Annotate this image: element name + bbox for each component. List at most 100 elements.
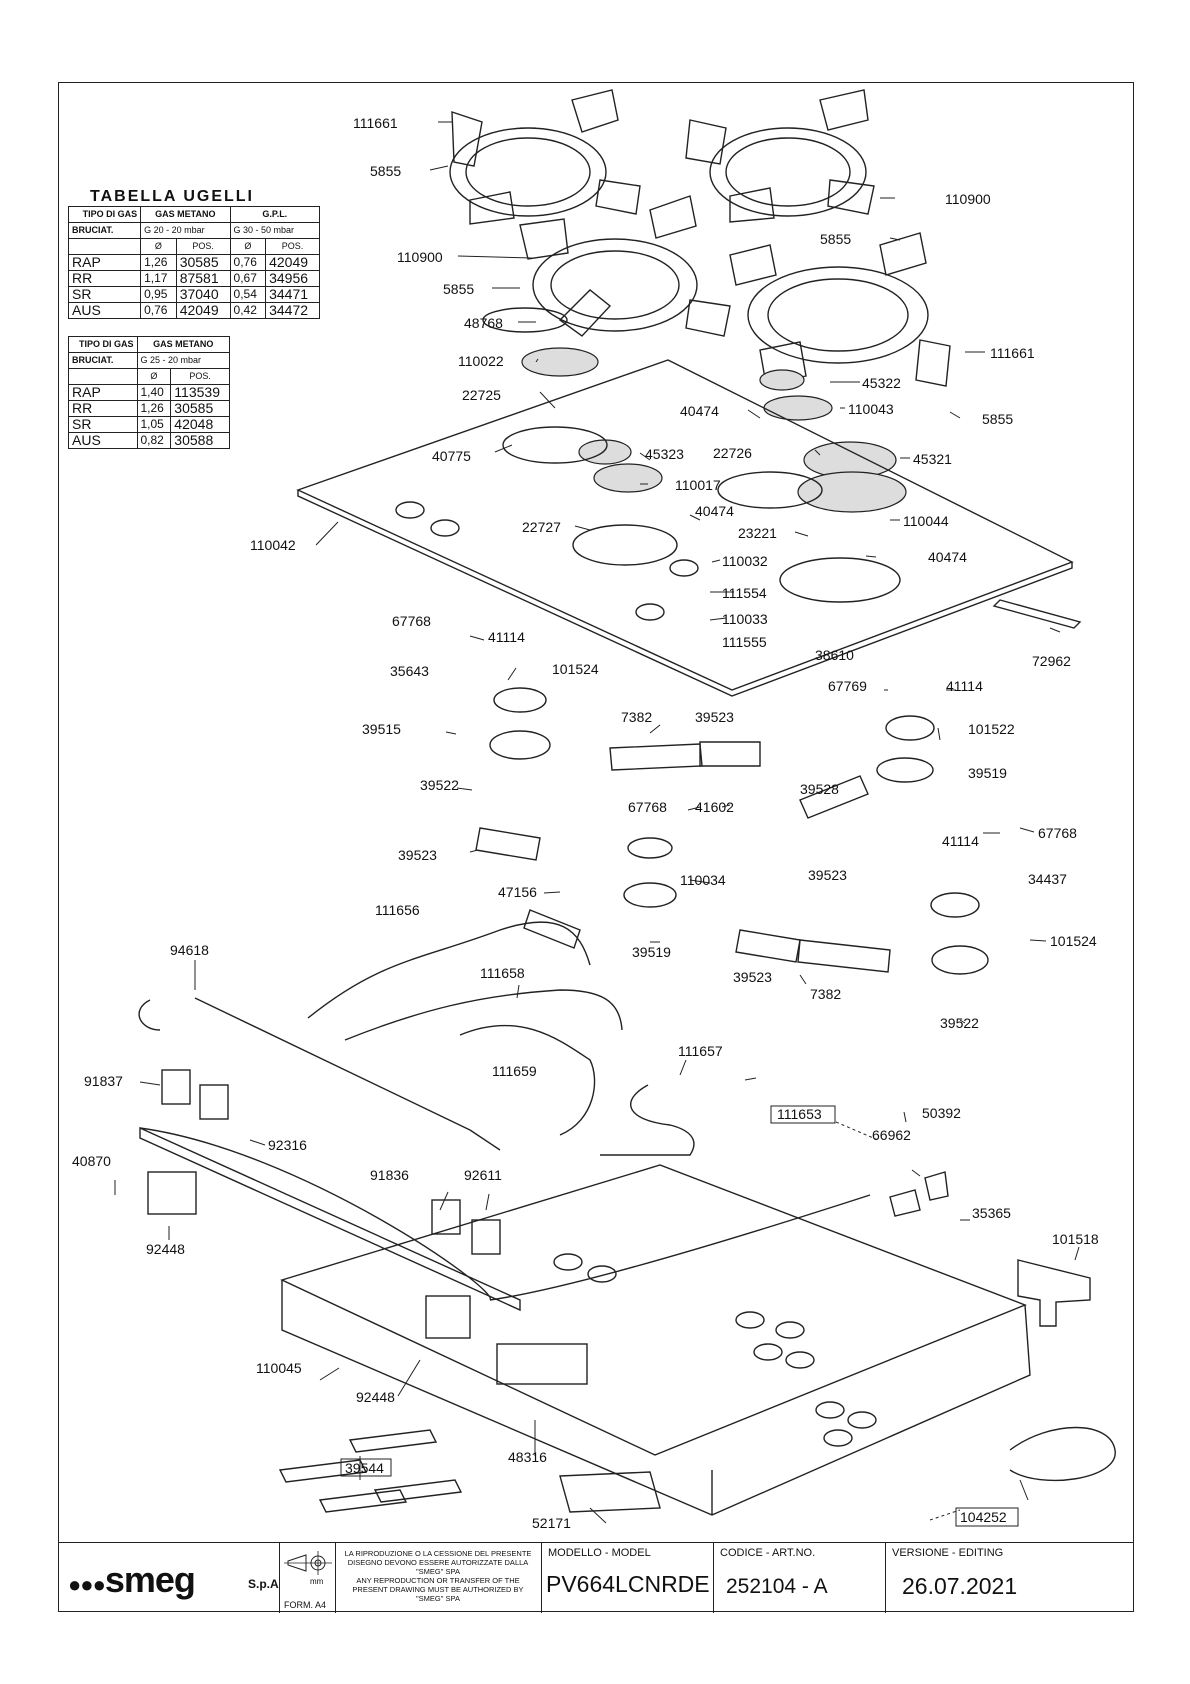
callout: 111555 — [722, 634, 767, 650]
legal-notice-it: LA RIPRODUZIONE O LA CESSIONE DEL PRESEN… — [344, 1549, 532, 1576]
callout: 92448 — [356, 1389, 395, 1405]
dia: 0,42 — [229, 302, 267, 319]
gas1-name: GAS METANO — [136, 336, 230, 353]
callout: 39522 — [940, 1015, 979, 1031]
callout: 52171 — [532, 1515, 571, 1531]
callout: 7382 — [621, 709, 652, 725]
pos: 30588 — [170, 432, 230, 449]
callout: 110900 — [945, 191, 991, 207]
version-cell: VERSIONE - EDITING 26.07.2021 — [886, 1543, 1134, 1613]
callout: 104252 — [960, 1509, 1007, 1525]
callout: 110043 — [848, 401, 894, 417]
col-dia: Ø — [136, 368, 172, 385]
col-dia: Ø — [229, 238, 267, 255]
callout: 35365 — [972, 1205, 1011, 1221]
callout: 111656 — [375, 902, 420, 918]
callout: 111659 — [492, 1063, 537, 1079]
table-row: RR 1,17 87581 0,67 34956 — [67, 270, 320, 287]
callout: 5855 — [443, 281, 474, 297]
callout: 39515 — [362, 721, 401, 737]
callout: 38610 — [815, 647, 854, 663]
callout: 34437 — [1028, 871, 1067, 887]
callout: 48768 — [464, 315, 503, 331]
callout: 41114 — [946, 678, 983, 694]
callout: 110044 — [903, 513, 949, 529]
callout: 39523 — [733, 969, 772, 985]
nozzle-table-title: TABELLA UGELLI — [90, 188, 254, 205]
pos: 34472 — [265, 302, 320, 319]
callout: 22725 — [462, 387, 501, 403]
pos: 87581 — [175, 270, 231, 287]
dia: 0,54 — [229, 286, 267, 303]
title-block: ●●●smeg S.p.A mm FORM. A4 LA RIPRODUZION… — [58, 1542, 1134, 1613]
unit-mm: mm — [310, 1577, 324, 1586]
table-row: RR 1,26 30585 — [68, 400, 230, 417]
form-size: FORM. A4 — [284, 1600, 327, 1610]
callout: 40474 — [928, 549, 967, 565]
version-caption: VERSIONE - EDITING — [892, 1547, 1004, 1559]
callout: 66962 — [872, 1127, 911, 1143]
legal-cell: LA RIPRODUZIONE O LA CESSIONE DEL PRESEN… — [336, 1543, 542, 1613]
callout: 110900 — [397, 249, 443, 265]
col-pos: POS. — [175, 238, 231, 255]
glass-hob-plate — [296, 359, 1082, 697]
model-value: PV664LCNRDE — [546, 1571, 710, 1597]
bottom-tray — [139, 1126, 1116, 1516]
callout: 41114 — [942, 833, 979, 849]
code-cell: CODICE - ART.NO. 252104 - A — [714, 1543, 886, 1613]
callout: 41114 — [488, 629, 525, 645]
dia: 1,40 — [136, 384, 172, 401]
table-row: AUS 0,82 30588 — [68, 432, 230, 449]
callout: 111661 — [990, 345, 1035, 361]
leader-lines — [114, 121, 1080, 1527]
pos: 42049 — [175, 302, 231, 319]
gas2-name: G.P.L. — [229, 206, 321, 223]
callout: 39519 — [968, 765, 1007, 781]
callout: 67768 — [1038, 825, 1077, 841]
header-gas-type: TIPO DI GAS — [67, 206, 142, 223]
callout: 40474 — [680, 403, 719, 419]
callout: 101524 — [1050, 933, 1097, 949]
callout: 92316 — [268, 1137, 307, 1153]
callout: 110022 — [458, 353, 504, 369]
header-burner: BRUCIAT. — [68, 352, 138, 369]
pos: 42049 — [265, 254, 320, 271]
callout: 48316 — [508, 1449, 547, 1465]
model-cell: MODELLO - MODEL PV664LCNRDE — [542, 1543, 714, 1613]
version-value: 26.07.2021 — [902, 1573, 1018, 1599]
company-suffix: S.p.A — [248, 1577, 279, 1591]
smeg-logo: ●●●smeg — [68, 1559, 196, 1600]
callout: 101524 — [552, 661, 599, 677]
callout: 45322 — [862, 375, 901, 391]
callout: 39523 — [398, 847, 437, 863]
callout: 45323 — [645, 446, 684, 462]
dia: 1,17 — [140, 270, 177, 287]
callout: 110042 — [250, 537, 296, 553]
callout: 39522 — [420, 777, 459, 793]
callout: 47156 — [498, 884, 537, 900]
legal-notice-en: ANY REPRODUCTION OR TRANSFER OF THE PRES… — [352, 1576, 524, 1603]
pos: 34471 — [265, 286, 320, 303]
gas-pipes — [139, 921, 871, 1301]
dia: 1,26 — [136, 400, 172, 417]
dia: 1,05 — [136, 416, 172, 433]
callout: 67769 — [828, 678, 867, 694]
callout: 22727 — [522, 519, 561, 535]
projection-cell: mm FORM. A4 — [280, 1543, 336, 1613]
pan-support-front-left — [519, 195, 731, 337]
callout: 111554 — [722, 585, 767, 601]
callout: 110033 — [722, 611, 768, 627]
pan-support-rear-right — [685, 89, 875, 223]
callout: 111653 — [777, 1106, 822, 1122]
callout: 23221 — [738, 525, 777, 541]
burner: RAP — [67, 254, 142, 271]
dia: 0,82 — [136, 432, 172, 449]
dia: 1,26 — [140, 254, 177, 271]
col-pos: POS. — [170, 368, 230, 385]
table-row: AUS 0,76 42049 0,42 34472 — [67, 302, 320, 319]
callout: 45321 — [913, 451, 952, 467]
pos: 113539 — [170, 384, 230, 401]
pos: 37040 — [175, 286, 231, 303]
callout: 67768 — [628, 799, 667, 815]
